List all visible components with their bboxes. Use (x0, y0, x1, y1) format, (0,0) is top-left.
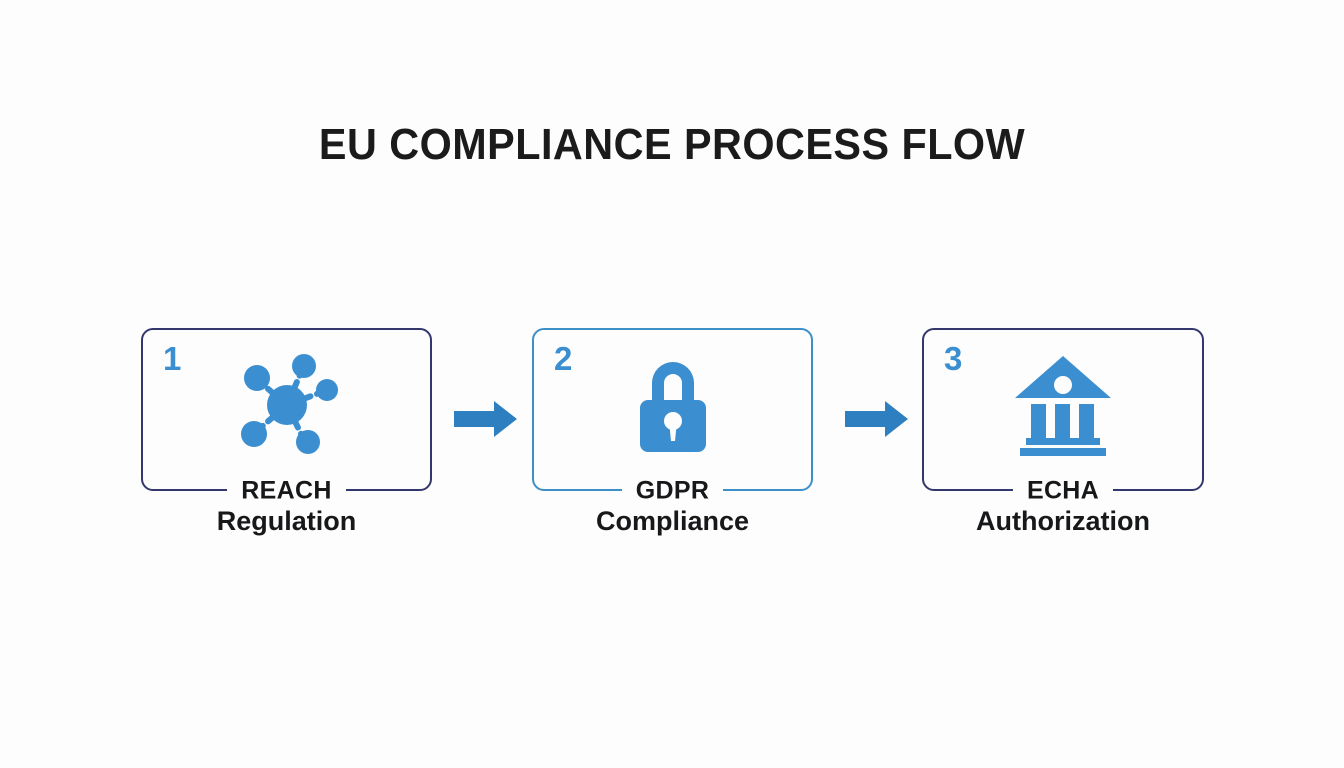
process-step-2[interactable]: 2 GDPR Compliance (532, 328, 813, 536)
process-flow: 1 (141, 328, 1204, 558)
step-number-2: 2 (554, 340, 573, 377)
step-sublabel-1: Regulation (216, 506, 357, 536)
network-nodes-icon (141, 350, 432, 460)
step-sublabel-3: Authorization (976, 506, 1150, 536)
arrow-right-icon-1 (454, 400, 518, 438)
step-sublabel-2: Compliance (595, 506, 750, 536)
institution-bank-icon (922, 350, 1204, 460)
padlock-icon (532, 350, 813, 460)
page-title: EU COMPLIANCE PROCESS FLOW (318, 120, 1026, 169)
step-number-1: 1 (163, 340, 182, 377)
step-number-3: 3 (944, 340, 963, 377)
arrow-right-icon-2 (845, 400, 909, 438)
process-step-1[interactable]: 1 (141, 328, 432, 536)
process-step-3[interactable]: 3 ECHA Authorization (922, 328, 1204, 536)
